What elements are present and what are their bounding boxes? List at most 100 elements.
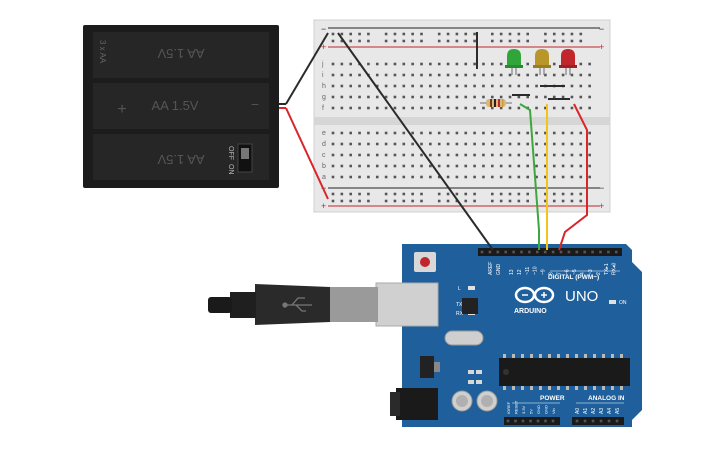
terminal-hole[interactable] <box>455 73 459 77</box>
terminal-hole[interactable] <box>508 73 512 77</box>
header-pin-hole[interactable] <box>559 250 563 254</box>
terminal-hole[interactable] <box>499 164 503 168</box>
terminal-hole[interactable] <box>340 164 344 168</box>
terminal-hole[interactable] <box>349 175 352 179</box>
rail-hole[interactable] <box>340 39 344 43</box>
battery-switch-knob[interactable] <box>241 148 249 159</box>
terminal-hole[interactable] <box>349 153 352 157</box>
terminal-hole[interactable] <box>464 164 468 168</box>
rail-hole[interactable] <box>331 32 335 36</box>
header-pin-hole[interactable] <box>615 419 619 423</box>
terminal-hole[interactable] <box>464 153 468 157</box>
terminal-hole[interactable] <box>340 95 344 99</box>
terminal-hole[interactable] <box>535 175 538 179</box>
terminal-hole[interactable] <box>367 153 370 157</box>
terminal-hole[interactable] <box>340 131 344 135</box>
terminal-hole[interactable] <box>508 164 512 168</box>
terminal-hole[interactable] <box>411 175 414 179</box>
terminal-hole[interactable] <box>517 164 521 168</box>
rail-hole[interactable] <box>579 39 583 43</box>
rail-hole[interactable] <box>393 192 397 196</box>
terminal-hole[interactable] <box>358 84 361 88</box>
terminal-hole[interactable] <box>491 131 494 135</box>
wire-green-pin9[interactable] <box>519 103 540 250</box>
rail-hole[interactable] <box>508 39 512 43</box>
terminal-hole[interactable] <box>561 106 565 110</box>
rail-hole[interactable] <box>455 32 459 36</box>
rail-hole[interactable] <box>473 39 476 43</box>
terminal-hole[interactable] <box>491 106 494 110</box>
terminal-hole[interactable] <box>473 153 476 157</box>
terminal-hole[interactable] <box>402 84 406 88</box>
terminal-hole[interactable] <box>367 84 370 88</box>
rail-hole[interactable] <box>437 32 441 36</box>
rail-hole[interactable] <box>340 32 344 36</box>
terminal-hole[interactable] <box>570 164 574 168</box>
terminal-hole[interactable] <box>375 142 379 146</box>
terminal-hole[interactable] <box>455 95 459 99</box>
terminal-hole[interactable] <box>473 164 476 168</box>
terminal-hole[interactable] <box>420 95 423 99</box>
rail-hole[interactable] <box>570 39 574 43</box>
terminal-hole[interactable] <box>552 73 556 77</box>
rail-hole[interactable] <box>437 199 441 203</box>
terminal-hole[interactable] <box>544 131 547 135</box>
terminal-hole[interactable] <box>499 142 503 146</box>
header-pin-hole[interactable] <box>512 250 515 254</box>
terminal-hole[interactable] <box>393 164 397 168</box>
terminal-hole[interactable] <box>464 106 468 110</box>
dc-power-jack[interactable] <box>396 388 438 420</box>
terminal-hole[interactable] <box>375 62 379 66</box>
terminal-hole[interactable] <box>331 95 335 99</box>
terminal-hole[interactable] <box>552 175 556 179</box>
header-pin-hole[interactable] <box>543 250 547 254</box>
rail-hole[interactable] <box>526 199 529 203</box>
rail-hole[interactable] <box>384 39 388 43</box>
terminal-hole[interactable] <box>482 95 485 99</box>
rail-hole[interactable] <box>411 39 414 43</box>
terminal-hole[interactable] <box>491 142 494 146</box>
terminal-hole[interactable] <box>411 95 414 99</box>
rail-hole[interactable] <box>579 192 583 196</box>
terminal-hole[interactable] <box>446 175 450 179</box>
rail-hole[interactable] <box>384 32 388 36</box>
terminal-hole[interactable] <box>464 73 468 77</box>
terminal-hole[interactable] <box>402 131 406 135</box>
terminal-hole[interactable] <box>455 131 459 135</box>
terminal-hole[interactable] <box>588 175 591 179</box>
wire-battery-positive[interactable] <box>285 107 329 200</box>
terminal-hole[interactable] <box>437 95 441 99</box>
terminal-hole[interactable] <box>552 62 556 66</box>
terminal-hole[interactable] <box>482 153 485 157</box>
terminal-hole[interactable] <box>437 175 441 179</box>
terminal-hole[interactable] <box>588 131 591 135</box>
terminal-hole[interactable] <box>499 131 503 135</box>
terminal-hole[interactable] <box>464 95 468 99</box>
terminal-hole[interactable] <box>446 62 450 66</box>
header-pin-hole[interactable] <box>514 419 517 423</box>
terminal-hole[interactable] <box>535 153 538 157</box>
rail-hole[interactable] <box>411 32 414 36</box>
terminal-hole[interactable] <box>340 84 344 88</box>
rail-hole[interactable] <box>393 199 397 203</box>
terminal-hole[interactable] <box>570 153 574 157</box>
terminal-hole[interactable] <box>446 84 450 88</box>
terminal-hole[interactable] <box>349 142 352 146</box>
rail-hole[interactable] <box>411 192 414 196</box>
terminal-hole[interactable] <box>482 131 485 135</box>
terminal-hole[interactable] <box>455 164 459 168</box>
terminal-hole[interactable] <box>491 164 494 168</box>
header-pin-hole[interactable] <box>528 250 531 254</box>
reset-button-cap[interactable] <box>420 257 430 267</box>
rail-hole[interactable] <box>367 32 370 36</box>
terminal-hole[interactable] <box>375 164 379 168</box>
dc-power-jack-front[interactable] <box>390 392 400 416</box>
terminal-hole[interactable] <box>420 84 423 88</box>
terminal-hole[interactable] <box>499 175 503 179</box>
rail-hole[interactable] <box>420 32 423 36</box>
terminal-hole[interactable] <box>331 106 335 110</box>
terminal-hole[interactable] <box>358 73 361 77</box>
terminal-hole[interactable] <box>552 106 556 110</box>
terminal-hole[interactable] <box>473 73 476 77</box>
header-pin-hole[interactable] <box>544 419 547 423</box>
